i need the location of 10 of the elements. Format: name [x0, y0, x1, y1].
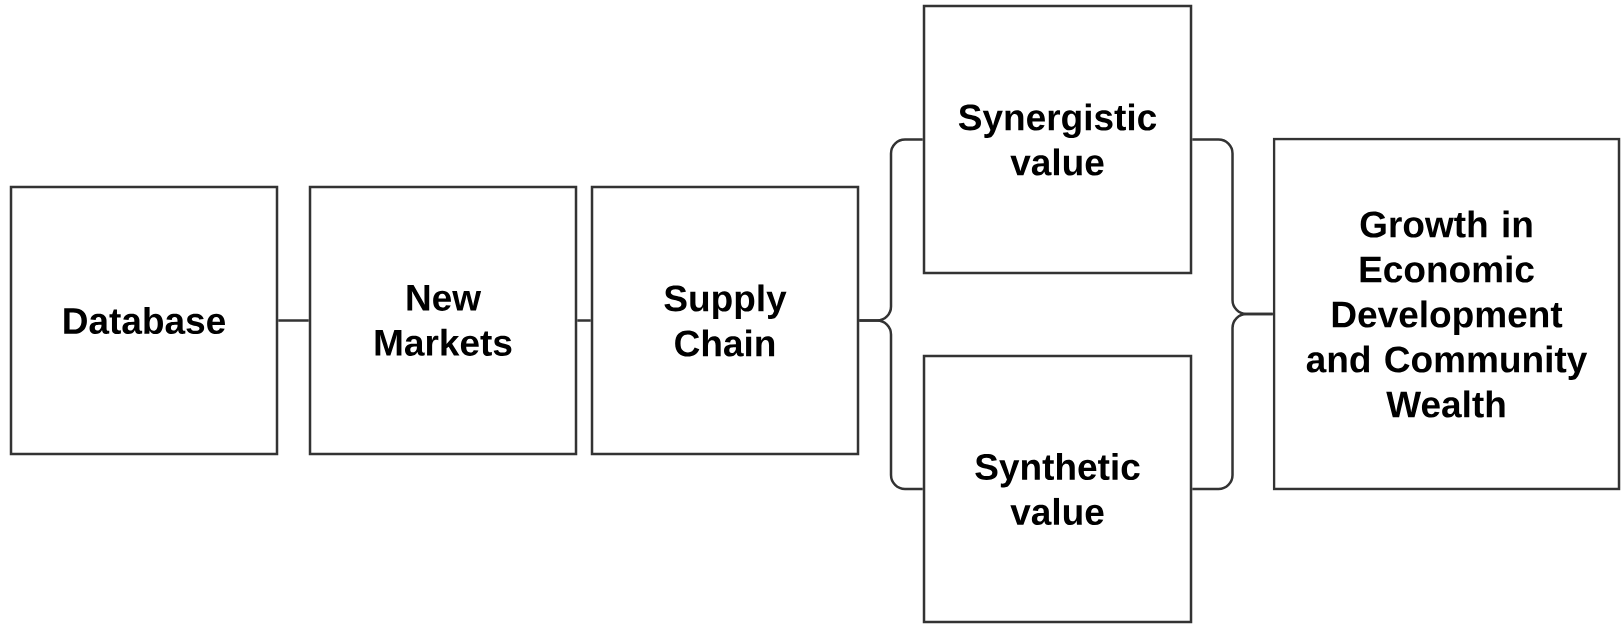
connector-line — [1192, 312, 1273, 491]
connector-line — [577, 319, 591, 322]
process-box: Synthetic value — [922, 354, 1193, 624]
connector-line — [859, 319, 923, 491]
process-box: Synergistic value — [922, 4, 1193, 275]
process-box: Growth in Economic Development and Community Wealth — [1272, 137, 1621, 491]
process-box: New Markets — [308, 185, 578, 456]
process-box: Supply Chain — [590, 185, 860, 456]
process-box: Database — [9, 185, 279, 456]
connector-line — [278, 319, 309, 322]
